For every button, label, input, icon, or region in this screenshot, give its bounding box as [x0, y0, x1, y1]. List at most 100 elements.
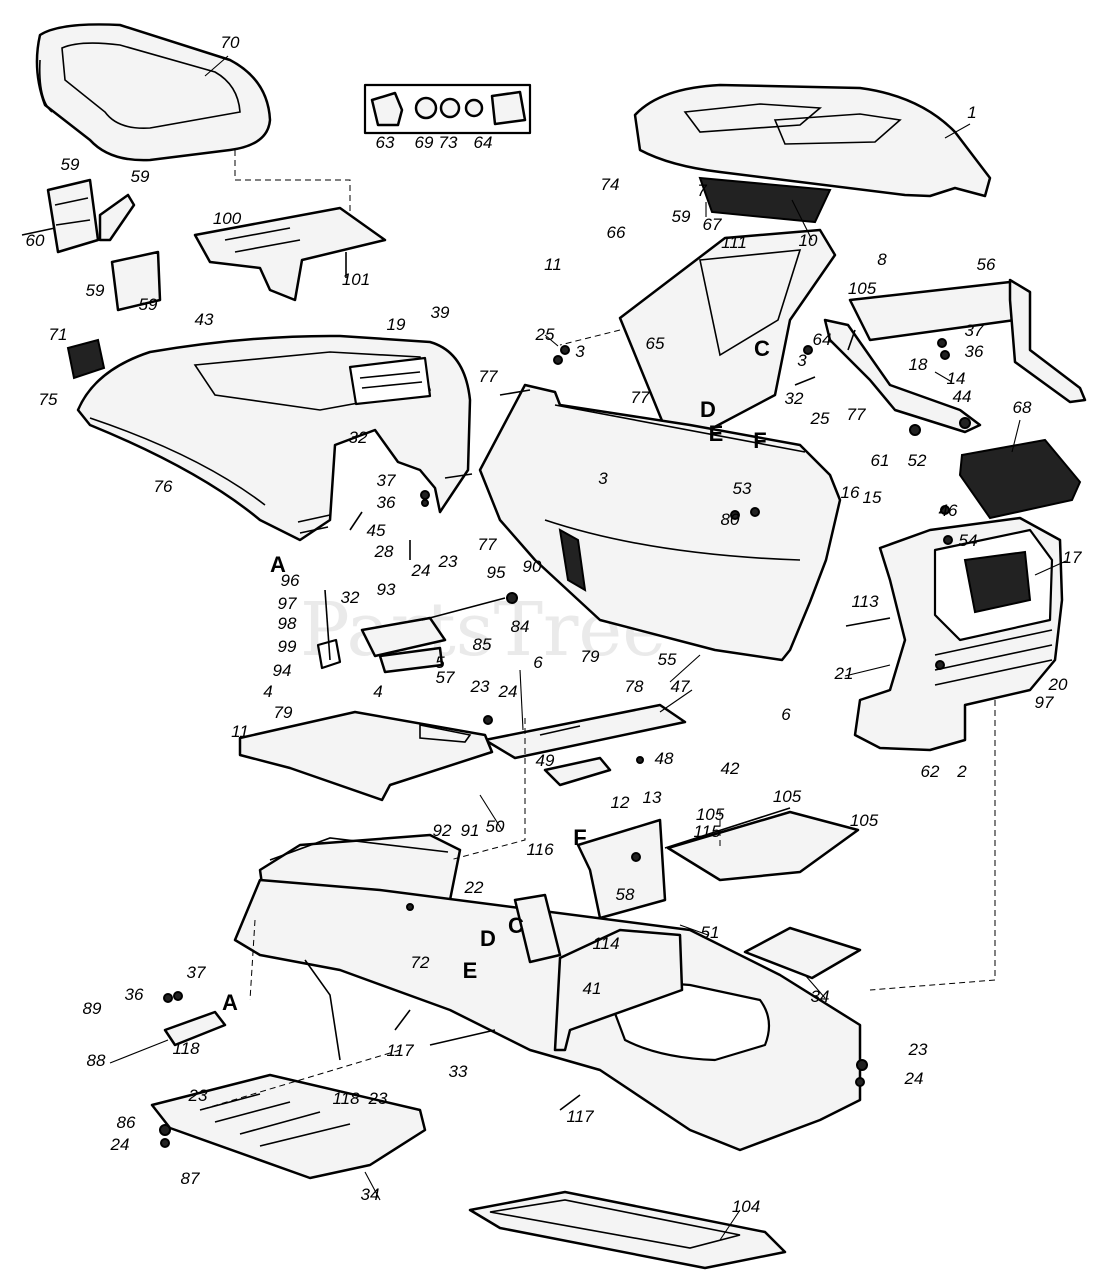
part-number-39: 39: [431, 303, 450, 322]
foot-mat: [468, 1190, 787, 1270]
mount-bracket: [163, 1010, 227, 1047]
part-number-75: 75: [39, 390, 58, 409]
part-number-3: 3: [575, 342, 585, 361]
part-number-42: 42: [721, 759, 740, 778]
part-number-6: 6: [781, 705, 791, 724]
part-number-51: 51: [701, 923, 720, 942]
part-number-28: 28: [374, 542, 394, 561]
leader-lines: [109, 55, 1067, 1241]
part-number-77: 77: [847, 405, 866, 424]
part-number-24: 24: [904, 1069, 924, 1088]
part-number-94: 94: [273, 661, 292, 680]
part-number-24: 24: [498, 682, 518, 701]
part-number-49: 49: [536, 751, 555, 770]
seat: [35, 23, 272, 162]
part-number-23: 23: [188, 1086, 208, 1105]
part-number-36: 36: [377, 493, 396, 512]
part-number-2: 2: [956, 762, 967, 781]
part-number-77: 77: [478, 535, 497, 554]
part-number-91: 91: [461, 821, 480, 840]
switch-bracket: [21, 178, 162, 312]
reference-letter-f: F: [573, 825, 586, 850]
reference-letter-c: C: [508, 913, 524, 938]
reference-letter-e: E: [463, 958, 478, 983]
seat-bracket: [193, 206, 387, 302]
part-number-32: 32: [341, 588, 360, 607]
part-number-23: 23: [438, 552, 458, 571]
part-number-62: 62: [921, 762, 940, 781]
part-number-64: 64: [474, 133, 493, 152]
reference-letter-e: E: [709, 421, 724, 446]
part-number-14: 14: [947, 369, 966, 388]
part-number-100: 100: [213, 209, 242, 228]
part-number-59: 59: [131, 167, 150, 186]
part-number-59: 59: [61, 155, 80, 174]
part-number-74: 74: [601, 175, 620, 194]
part-number-96: 96: [281, 571, 300, 590]
part-number-25: 25: [810, 409, 830, 428]
part-number-116: 116: [526, 840, 554, 859]
step-plate-right: [743, 926, 862, 980]
part-number-32: 32: [785, 389, 804, 408]
part-number-45: 45: [367, 521, 386, 540]
hardware: [159, 329, 971, 1148]
part-number-34: 34: [361, 1185, 380, 1204]
part-number-11: 11: [544, 255, 562, 274]
part-number-17: 17: [1063, 548, 1082, 567]
brake-pedal-assembly: [316, 589, 506, 674]
part-number-48: 48: [655, 749, 674, 768]
reference-letter-a: A: [222, 990, 238, 1015]
part-number-1: 1: [967, 103, 976, 122]
part-number-97: 97: [278, 594, 297, 613]
part-number-57: 57: [436, 668, 455, 687]
part-number-84: 84: [511, 617, 530, 636]
part-number-77: 77: [479, 367, 498, 386]
reference-letter-a: A: [270, 552, 286, 577]
part-number-43: 43: [195, 310, 214, 329]
part-number-36: 36: [965, 342, 984, 361]
seat-leader: [234, 150, 351, 215]
part-number-56: 56: [977, 255, 996, 274]
part-number-70: 70: [221, 33, 240, 52]
part-number-113: 113: [851, 592, 879, 611]
part-number-101: 101: [342, 270, 370, 289]
hood: [633, 83, 992, 198]
part-number-25: 25: [535, 325, 555, 344]
part-number-115: 115: [693, 822, 721, 841]
part-number-18: 18: [909, 355, 928, 374]
part-number-97: 97: [1035, 693, 1054, 712]
part-number-37: 37: [377, 471, 396, 490]
part-number-65: 65: [646, 334, 665, 353]
part-number-80: 80: [721, 510, 740, 529]
part-number-58: 58: [616, 885, 635, 904]
part-number-10: 10: [799, 231, 818, 250]
frame: [233, 833, 862, 1152]
part-number-22: 22: [464, 878, 484, 897]
part-number-72: 72: [411, 953, 430, 972]
part-number-20: 20: [1048, 675, 1068, 694]
part-number-111: 111: [721, 233, 747, 252]
part-number-88: 88: [87, 1051, 106, 1070]
part-number-46: 46: [939, 501, 958, 520]
part-number-105: 105: [696, 805, 725, 824]
part-number-117: 117: [566, 1107, 594, 1126]
part-number-90: 90: [523, 557, 542, 576]
reference-letter-c: C: [754, 336, 770, 361]
part-number-105: 105: [848, 279, 877, 298]
part-number-99: 99: [278, 637, 297, 656]
part-number-23: 23: [470, 677, 490, 696]
part-number-60: 60: [26, 231, 45, 250]
part-number-118: 118: [332, 1089, 360, 1108]
part-number-44: 44: [953, 387, 972, 406]
part-number-78: 78: [625, 677, 644, 696]
part-number-54: 54: [959, 531, 978, 550]
part-number-76: 76: [154, 477, 173, 496]
part-number-64: 64: [813, 330, 832, 349]
rod: [429, 1029, 496, 1046]
part-number-23: 23: [368, 1089, 388, 1108]
part-number-37: 37: [187, 963, 206, 982]
part-number-117: 117: [386, 1041, 414, 1060]
pedal-plate: [238, 710, 494, 802]
